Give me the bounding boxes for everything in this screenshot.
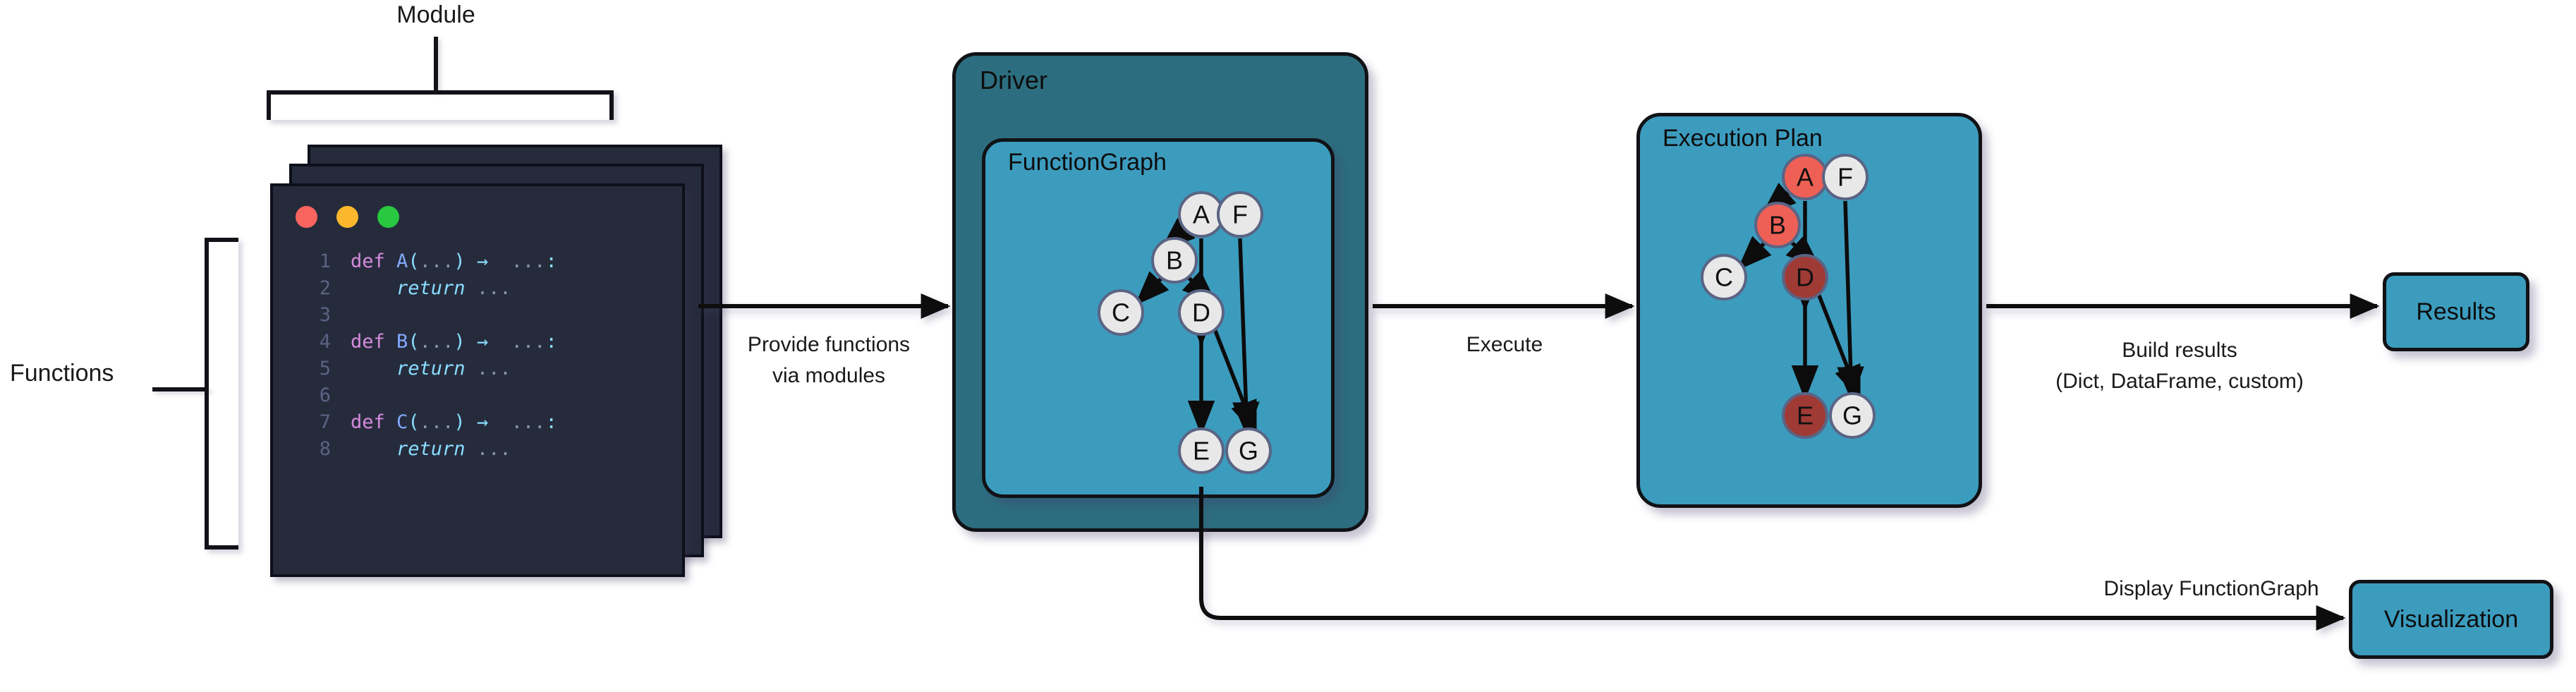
- args-ellipsis: ...: [419, 250, 454, 272]
- line-number: 6: [319, 384, 331, 406]
- maximize-green-icon[interactable]: [377, 206, 399, 228]
- keyword-def: def: [351, 411, 385, 433]
- function-graph-container[interactable]: FunctionGraph: [982, 138, 1335, 498]
- functions-tick: [152, 387, 209, 391]
- execution-plan-container[interactable]: Execution Plan: [1636, 113, 1982, 508]
- args-ellipsis: ...: [419, 411, 454, 433]
- return-type: ...: [511, 411, 546, 433]
- paren-close: ): [454, 411, 466, 433]
- provide-functions-label-line1: Provide functions: [747, 333, 911, 356]
- args-ellipsis: ...: [419, 331, 454, 353]
- colon: :: [545, 411, 557, 433]
- paren-open: (: [408, 411, 420, 433]
- paren-close: ): [454, 331, 466, 353]
- code-line: 8 return ...: [290, 436, 557, 463]
- driver-title: Driver: [980, 66, 1047, 95]
- line-number: 5: [319, 358, 331, 380]
- build-results-label-line2: (Dict, DataFrame, custom): [2055, 370, 2304, 393]
- arrow-icon: →: [476, 250, 489, 272]
- module-tick: [434, 37, 438, 92]
- function-graph-title: FunctionGraph: [1008, 149, 1167, 176]
- line-number: 4: [319, 331, 331, 353]
- colon: :: [545, 331, 557, 353]
- paren-open: (: [408, 250, 420, 272]
- minimize-amber-icon[interactable]: [336, 206, 358, 228]
- provide-functions-label-line2: via modules: [772, 364, 886, 387]
- colon: :: [545, 250, 557, 272]
- results-label: Results: [2416, 298, 2496, 325]
- code-line: 6: [290, 382, 557, 409]
- functions-bracket: [205, 238, 238, 550]
- arrow-icon: →: [476, 331, 489, 353]
- execute-label: Execute: [1466, 333, 1543, 356]
- code-line: 7 def C(...) → ...:: [290, 409, 557, 436]
- code-line: 3: [290, 302, 557, 329]
- keyword-def: def: [351, 250, 385, 272]
- return-type: ...: [511, 250, 546, 272]
- keyword-return: return: [396, 277, 466, 299]
- code-line: 5 return ...: [290, 356, 557, 382]
- function-name: C: [396, 411, 408, 433]
- return-ellipsis: ...: [476, 277, 511, 299]
- line-number: 7: [319, 411, 331, 433]
- code-line: 1 def A(...) → ...:: [290, 248, 557, 275]
- functions-label: Functions: [10, 360, 114, 387]
- paren-open: (: [408, 331, 420, 353]
- keyword-def: def: [351, 331, 385, 353]
- keyword-return: return: [396, 358, 466, 380]
- execution-plan-title: Execution Plan: [1663, 125, 1823, 152]
- visualization-label: Visualization: [2383, 605, 2519, 633]
- line-number: 1: [319, 250, 331, 272]
- line-number: 2: [319, 277, 331, 299]
- close-red-icon[interactable]: [296, 206, 317, 228]
- return-ellipsis: ...: [476, 438, 511, 460]
- module-bracket: [267, 90, 614, 120]
- keyword-return: return: [396, 438, 466, 460]
- code-line: 2 return ...: [290, 275, 557, 302]
- function-name: A: [396, 250, 408, 272]
- build-results-label-line1: Build results: [2122, 339, 2237, 362]
- paren-close: ): [454, 250, 466, 272]
- results-box[interactable]: Results: [2383, 272, 2529, 351]
- code-line: 4 def B(...) → ...:: [290, 329, 557, 356]
- display-functiongraph-label: Display FunctionGraph: [2103, 577, 2319, 600]
- return-ellipsis: ...: [476, 358, 511, 380]
- arrow-icon: →: [476, 411, 489, 433]
- module-label: Module: [396, 1, 475, 28]
- window-controls: [296, 206, 399, 228]
- return-type: ...: [511, 331, 546, 353]
- visualization-box[interactable]: Visualization: [2349, 580, 2553, 659]
- line-number: 8: [319, 438, 331, 460]
- line-number: 3: [319, 304, 331, 326]
- function-name: B: [396, 331, 408, 353]
